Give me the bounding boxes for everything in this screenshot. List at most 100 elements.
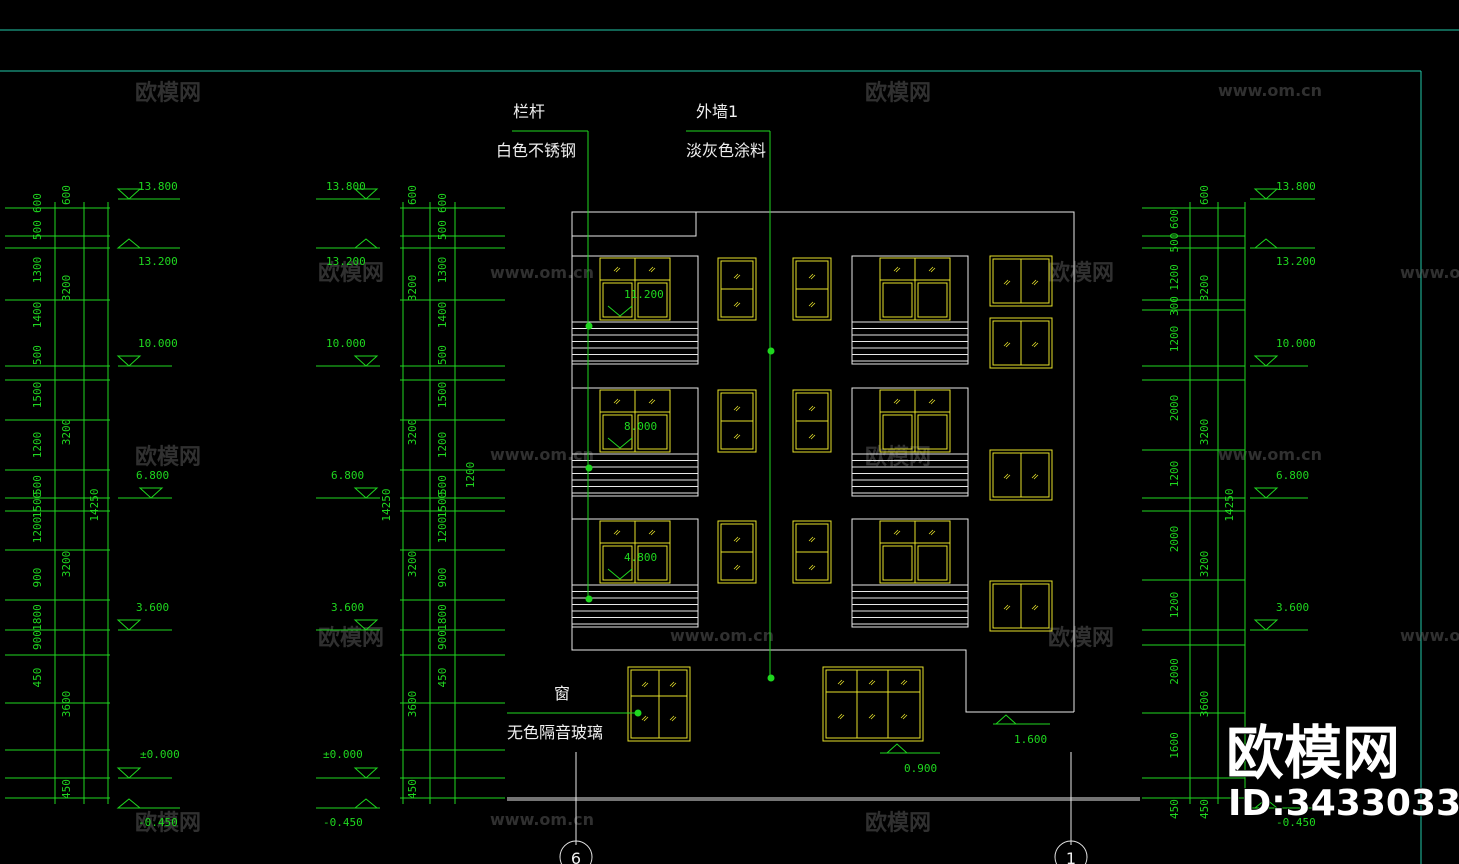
level-triangle xyxy=(353,798,379,809)
level-label: -0.450 xyxy=(1276,816,1316,829)
level-label: 3.600 xyxy=(136,601,169,614)
segment-label: 1500 xyxy=(31,382,44,409)
window-material: 无色隔音玻璃 xyxy=(507,723,603,742)
segment-label: 2000 xyxy=(1168,526,1181,553)
glass-hatch xyxy=(810,537,816,543)
window-frame xyxy=(792,257,832,321)
axis-label-right: 1 xyxy=(1066,849,1076,864)
watermark-brand: 欧模网 xyxy=(135,810,201,836)
level-label: 13.200 xyxy=(1276,255,1316,268)
dimension-columns: 6005001300140050015001200500150012009001… xyxy=(5,180,1316,829)
segment-label: 1500 xyxy=(31,492,44,519)
glass-hatch xyxy=(810,406,816,412)
level-triangle xyxy=(1253,355,1279,367)
glass-hatch xyxy=(810,434,816,440)
level-label: 13.200 xyxy=(326,255,366,268)
glass-hatch xyxy=(839,714,845,720)
watermark-brand: 欧模网 xyxy=(135,444,201,470)
glass-hatch xyxy=(613,529,619,535)
glass-hatch xyxy=(613,398,619,404)
balcony-opening xyxy=(851,518,969,628)
brand-logo-text: 欧模网 xyxy=(1226,719,1400,787)
glass-hatch xyxy=(808,433,814,439)
segment-label: 1200 xyxy=(1168,264,1181,291)
level-triangle xyxy=(353,767,379,779)
window-side xyxy=(989,449,1053,501)
glass-hatch xyxy=(930,399,936,405)
floor-label: 3600 xyxy=(406,691,419,718)
watermark-brand: 欧模网 xyxy=(1048,260,1114,286)
glass-hatch xyxy=(648,529,654,535)
level-label: 13.800 xyxy=(1276,180,1316,193)
segment-label: 1200 xyxy=(31,517,44,544)
wall-material: 淡灰色涂料 xyxy=(686,141,766,160)
window-small xyxy=(792,389,832,453)
window-frame xyxy=(792,389,832,453)
floor-label: 3200 xyxy=(60,275,73,302)
window-label: 窗 xyxy=(554,684,570,703)
glass-hatch xyxy=(613,266,619,272)
glass-hatch xyxy=(808,405,814,411)
watermark-brand: 欧模网 xyxy=(318,260,384,286)
level-label: 3.600 xyxy=(331,601,364,614)
level-label: 10.000 xyxy=(326,337,366,350)
glass-hatch xyxy=(893,529,899,535)
balcony-opening xyxy=(571,255,699,365)
floor-label: 3600 xyxy=(1198,691,1211,718)
glass-hatch xyxy=(1005,605,1011,611)
watermark-site: www.om.cn xyxy=(1218,81,1322,100)
floor-label: 3200 xyxy=(406,551,419,578)
glass-hatch xyxy=(669,681,675,687)
glass-hatch xyxy=(671,716,677,722)
glass-hatch xyxy=(650,267,656,273)
glass-hatch xyxy=(615,267,621,273)
glass-hatch xyxy=(808,564,814,570)
total-label: 14250 xyxy=(380,488,393,521)
glass-hatch xyxy=(733,301,739,307)
total-label: 14250 xyxy=(1223,488,1236,521)
door-panel xyxy=(917,545,948,581)
segment-label: 1600 xyxy=(1168,732,1181,759)
balcony-left xyxy=(571,255,699,365)
balcony-opening xyxy=(571,518,699,628)
window-ground-center xyxy=(822,666,924,742)
glass-hatch xyxy=(928,266,934,272)
watermark-site: www.om.cn xyxy=(1400,626,1459,645)
glass-hatch xyxy=(893,266,899,272)
glass-hatch xyxy=(733,405,739,411)
segment-label: 500 xyxy=(1168,233,1181,253)
door-panel xyxy=(602,282,633,318)
floor-mark: 11.200 xyxy=(624,288,664,301)
level-triangle xyxy=(353,355,379,367)
glass-hatch xyxy=(735,302,741,308)
segment-label: 1300 xyxy=(436,257,449,284)
window-small xyxy=(792,520,832,584)
glass-hatch xyxy=(1033,605,1039,611)
glass-hatch xyxy=(893,398,899,404)
door-panel xyxy=(637,414,668,450)
floor-label: 3200 xyxy=(1198,551,1211,578)
floor-label: 3200 xyxy=(406,419,419,446)
level-triangle xyxy=(116,619,142,631)
segment-label: 450 xyxy=(1168,799,1181,819)
floor-label: 3200 xyxy=(1198,275,1211,302)
door-panel xyxy=(882,545,913,581)
watermark-site: www.om.cn xyxy=(490,810,594,829)
glass-hatch xyxy=(895,399,901,405)
glass-hatch xyxy=(868,679,874,685)
glass-hatch xyxy=(837,713,843,719)
balcony-right xyxy=(851,387,969,497)
glass-hatch xyxy=(733,536,739,542)
segment-label: 1400 xyxy=(31,302,44,329)
window-side xyxy=(989,255,1053,307)
window-small xyxy=(717,520,757,584)
glass-hatch xyxy=(808,536,814,542)
glass-hatch xyxy=(733,564,739,570)
glass-hatch xyxy=(648,398,654,404)
watermark-site: www.om.cn xyxy=(1218,445,1322,464)
glass-hatch xyxy=(1033,474,1039,480)
window-side xyxy=(989,317,1053,369)
railing-label: 栏杆 xyxy=(513,102,545,121)
glass-hatch xyxy=(837,679,843,685)
